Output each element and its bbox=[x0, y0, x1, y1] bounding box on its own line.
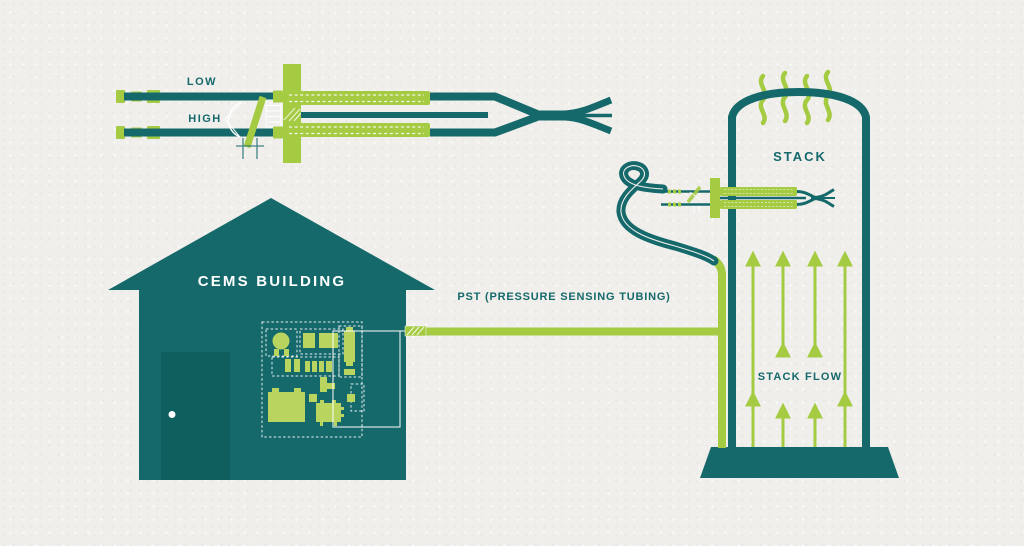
low-connector-nub bbox=[273, 90, 283, 103]
probe-tube-low bbox=[283, 91, 430, 105]
cems-building: CEMS BUILDING bbox=[108, 198, 435, 480]
pst-wall-connector bbox=[404, 325, 427, 337]
pitot-probe-detail: LOW HIGH bbox=[116, 64, 613, 163]
building-roof bbox=[108, 198, 435, 290]
mini-probe-marks bbox=[689, 191, 702, 213]
pst-label: PST (PRESSURE SENSING TUBING) bbox=[457, 291, 670, 303]
low-label: LOW bbox=[187, 76, 217, 88]
analyzer-box bbox=[316, 400, 344, 426]
equipment-rack bbox=[261, 321, 406, 438]
hose-bundle bbox=[616, 161, 719, 266]
probe-ladder-detail bbox=[265, 99, 282, 128]
junction-box-right bbox=[347, 394, 355, 402]
probe-tube-high bbox=[283, 123, 430, 137]
high-label: HIGH bbox=[188, 113, 222, 125]
stack-label: STACK bbox=[773, 149, 827, 164]
probe-support-detail bbox=[236, 138, 264, 159]
signal-line-frame bbox=[332, 330, 401, 428]
equipment-module-b bbox=[319, 333, 338, 348]
pst-line bbox=[405, 327, 723, 336]
stack-base bbox=[700, 447, 899, 478]
mini-probe-tip bbox=[720, 188, 835, 208]
static-pressure-line bbox=[301, 112, 488, 118]
mini-tube-top bbox=[720, 187, 797, 196]
gas-cylinder bbox=[344, 327, 355, 375]
analyzer-gauge bbox=[272, 332, 290, 356]
mini-tube-bottom bbox=[720, 200, 797, 209]
high-connector-nub bbox=[273, 126, 283, 139]
stack: STACK STACK FLOW bbox=[700, 69, 899, 478]
sample-cards bbox=[285, 359, 332, 372]
probe-bracket-detail bbox=[224, 101, 243, 138]
stack-probe-assembly bbox=[616, 161, 835, 448]
mini-pipe-fittings bbox=[668, 189, 681, 207]
low-pressure-pipe bbox=[124, 92, 286, 101]
battery-unit bbox=[268, 388, 305, 422]
probe-handle bbox=[243, 95, 267, 149]
stack-walls bbox=[728, 87, 870, 448]
stack-flow-arrows bbox=[745, 250, 853, 447]
flange-hatch bbox=[283, 107, 302, 122]
pst-run: PST (PRESSURE SENSING TUBING) bbox=[404, 291, 723, 337]
mini-probe-flange bbox=[710, 178, 720, 218]
high-pressure-pipe bbox=[124, 128, 286, 137]
stack-flow-label: STACK FLOW bbox=[758, 371, 843, 383]
pst-riser bbox=[718, 272, 726, 448]
probe-tip bbox=[430, 92, 613, 137]
door-knob bbox=[168, 411, 176, 418]
cems-building-label: CEMS BUILDING bbox=[198, 273, 347, 290]
junction-box-small bbox=[309, 394, 317, 402]
equipment-module-a bbox=[303, 333, 315, 348]
valve-fitting bbox=[320, 377, 335, 392]
